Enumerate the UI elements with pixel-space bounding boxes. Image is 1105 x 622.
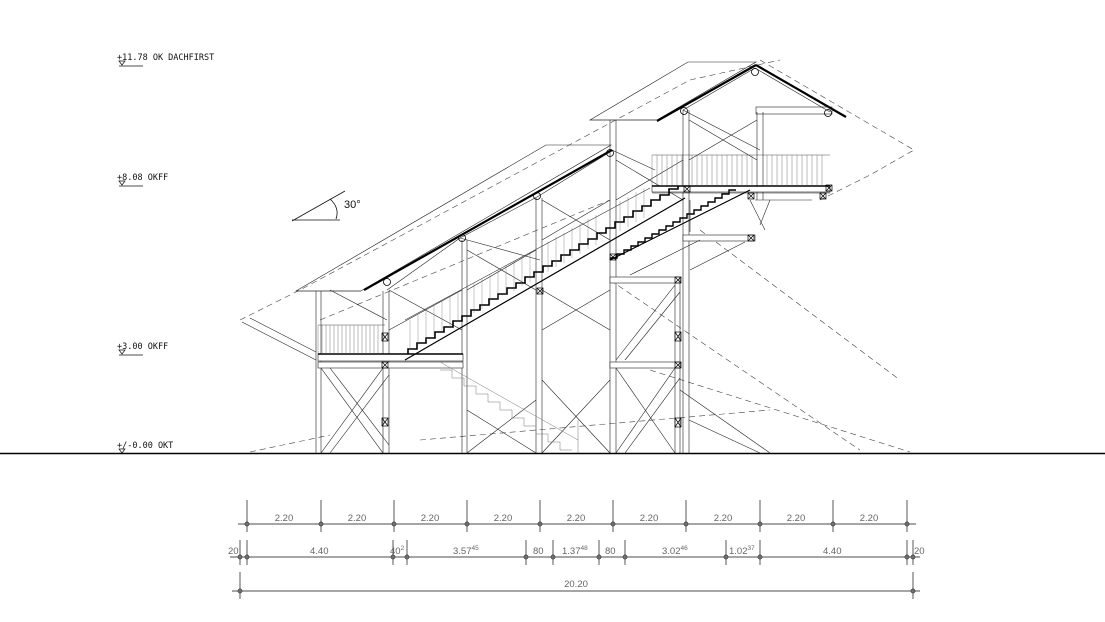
railings	[317, 154, 830, 354]
level-label-okff-3: +3.00 OKFF	[117, 342, 168, 352]
dim-row2-label: 1.0237	[729, 545, 755, 557]
upper-roof	[588, 61, 847, 122]
angle-symbol	[291, 190, 346, 222]
dim-row1-label: 2.20	[640, 513, 659, 524]
dashed-outline	[239, 59, 915, 453]
row2-ticks	[237, 540, 916, 565]
dim-row2-label: 80	[533, 546, 544, 557]
purlin-connectors	[383, 68, 832, 286]
dim-row2-label: 3.0246	[662, 545, 688, 557]
level-label-dachfirst: +11.78 OK DACHFIRST	[117, 53, 214, 63]
dimension-row2-labels: 20 4.40 402 3.5745 80 1.3748 80 3.0246 1…	[228, 545, 925, 557]
dim-row1-label: 2.20	[348, 513, 367, 524]
level-markers	[118, 60, 143, 454]
level-marker-dachfirst	[118, 60, 143, 67]
dim-row2-label: 4.40	[310, 546, 329, 557]
tower-structure	[239, 59, 915, 454]
beam-section-markers	[381, 184, 833, 428]
lower-roof	[294, 144, 613, 292]
dim-row1-label: 2.20	[714, 513, 733, 524]
stair-flights	[404, 186, 751, 453]
landings	[317, 185, 831, 369]
dim-row1-label: 2.20	[787, 513, 806, 524]
row1-ticks	[244, 500, 910, 532]
dim-row2-label: 20	[228, 546, 239, 557]
roof-truss	[329, 67, 831, 321]
level-marker-okt	[118, 448, 126, 454]
dim-row1-label: 2.20	[567, 513, 586, 524]
dim-row1-label: 2.20	[275, 513, 294, 524]
dim-row2-label: 80	[605, 546, 616, 557]
struts	[629, 199, 771, 276]
total-ticks	[237, 572, 916, 599]
dim-row2-label: 4.40	[823, 546, 842, 557]
dim-row1-label: 2.20	[494, 513, 513, 524]
level-marker-okff-3	[118, 349, 143, 356]
angle-label: 30°	[344, 199, 361, 211]
dim-row2-label: 1.3748	[562, 545, 588, 557]
dimension-chains	[230, 500, 920, 599]
dim-row1-label: 2.20	[421, 513, 440, 524]
cross-braces	[241, 119, 771, 454]
level-marker-okff-8	[118, 180, 143, 187]
dim-row2-label: 402	[390, 545, 405, 557]
dim-row2-label: 20	[914, 546, 925, 557]
dimension-row1-labels: 2.20 2.20 2.20 2.20 2.20 2.20 2.20 2.20 …	[275, 513, 879, 524]
dim-total-label: 20.20	[564, 579, 588, 590]
dim-row1-label: 2.20	[860, 513, 879, 524]
level-label-okff-8: +8.08 OKFF	[117, 173, 168, 183]
level-label-okt: +/-0.00 OKT	[117, 441, 173, 451]
dim-row2-label: 3.5745	[453, 545, 479, 557]
